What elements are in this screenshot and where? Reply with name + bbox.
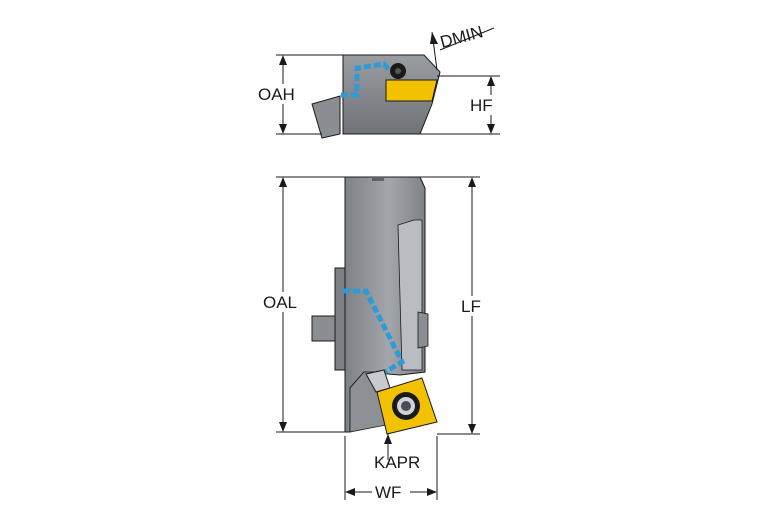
side-view-shank	[311, 315, 339, 342]
top-view-shank	[311, 95, 341, 139]
dmin-dimension: DMIN	[430, 22, 495, 71]
hf-label: HF	[470, 96, 493, 115]
oah-label: OAH	[258, 85, 295, 104]
lf-label: LF	[461, 297, 481, 316]
top-view	[311, 54, 441, 139]
top-view-insert	[385, 79, 438, 102]
wf-label: WF	[375, 483, 401, 502]
dmin-label: DMIN	[438, 22, 485, 52]
oal-dimension: OAL	[262, 176, 345, 433]
kapr-dimension: KAPR	[374, 434, 420, 472]
lf-dimension: LF	[420, 176, 486, 435]
wf-dimension: WF	[344, 436, 438, 502]
hf-dimension: HF	[420, 75, 500, 135]
kapr-label: KAPR	[374, 453, 420, 472]
oah-dimension: OAH	[258, 54, 343, 135]
side-view-coolant-channel	[343, 288, 406, 375]
top-view-coolant-channel	[341, 61, 392, 98]
oal-label: OAL	[263, 293, 297, 312]
side-view	[311, 176, 438, 435]
